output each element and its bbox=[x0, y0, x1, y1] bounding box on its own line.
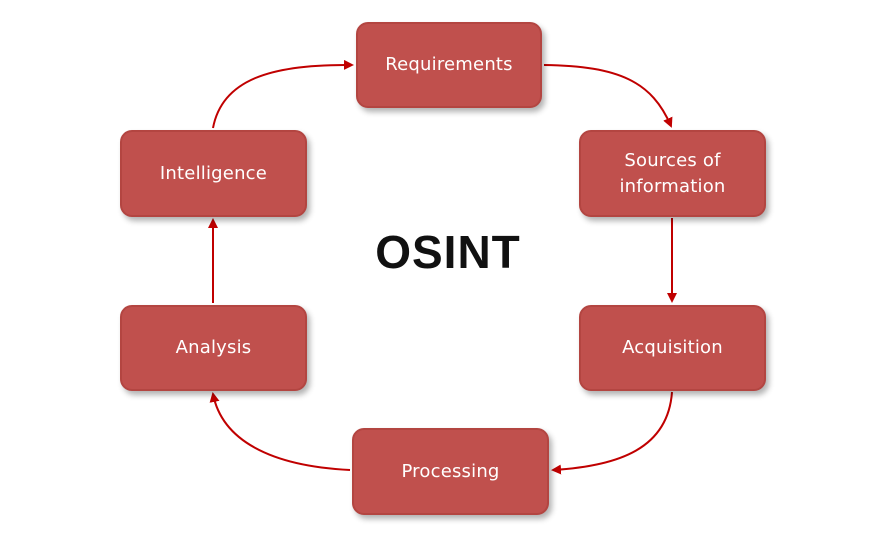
arrow-acquisition-to-processing bbox=[551, 391, 673, 475]
node-intelligence: Intelligence bbox=[120, 130, 307, 217]
arrow-requirements-to-sources bbox=[543, 64, 673, 128]
node-requirements: Requirements bbox=[356, 22, 542, 108]
arrow-intelligence-to-requirements bbox=[212, 59, 354, 129]
node-analysis: Analysis bbox=[120, 305, 307, 391]
diagram-title: OSINT bbox=[375, 226, 521, 278]
node-sources-of-information: Sources of information bbox=[579, 130, 766, 217]
node-processing: Processing bbox=[352, 428, 549, 515]
arrow-processing-to-analysis bbox=[209, 392, 351, 471]
node-acquisition: Acquisition bbox=[579, 305, 766, 391]
